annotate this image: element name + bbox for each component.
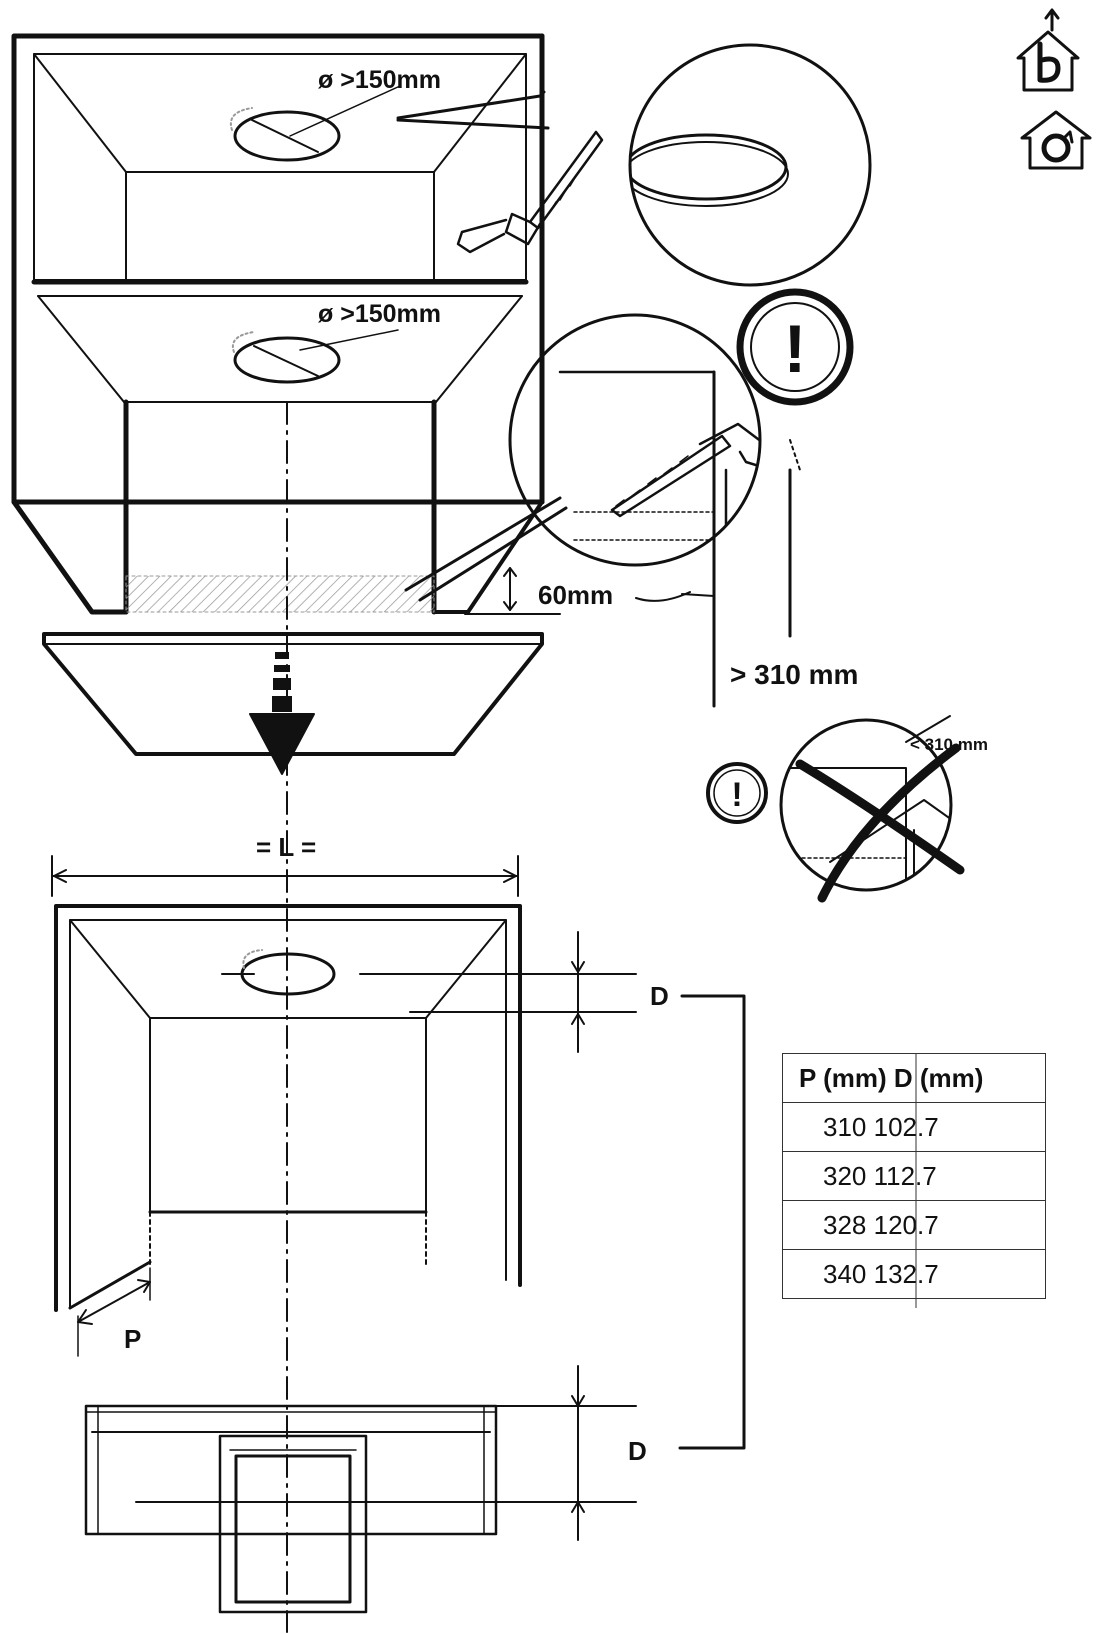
hood-body	[42, 632, 544, 756]
table-header: P (mm) D (mm)	[782, 1053, 1046, 1103]
diameter-label-middle: ø >150mm	[318, 300, 441, 328]
down-arrow-icon	[249, 652, 315, 775]
warning-icon-large	[736, 288, 854, 406]
p-label: P	[124, 1324, 141, 1354]
clearance-label: 60mm	[538, 580, 613, 610]
d-label-upper: D	[650, 981, 669, 1011]
d-bracket	[678, 994, 746, 1450]
upper-cabinet	[11, 33, 545, 615]
zoom-detail-side-cut	[404, 313, 801, 708]
recirculation-mode-icon	[1020, 110, 1092, 170]
warning-mark-small: !	[731, 776, 742, 814]
max-depth-warning-label: < 310 mm	[910, 735, 988, 754]
table-row: 328 120.7	[782, 1200, 1046, 1250]
duct-hole-middle	[232, 329, 399, 384]
table-cell: 328 120.7	[782, 1200, 1046, 1250]
dimension-table: P (mm) D (mm) 310 102.7 320 112.7 328 12…	[782, 1053, 1046, 1299]
cabinet-front-view	[51, 855, 637, 1357]
table-cell: 310 102.7	[782, 1102, 1046, 1152]
min-depth-label: > 310 mm	[730, 659, 858, 690]
hood-bottom-view	[84, 1365, 637, 1614]
table-row: 310 102.7	[782, 1102, 1046, 1152]
warning-icon-small	[706, 762, 768, 824]
table-cell: 340 132.7	[782, 1249, 1046, 1299]
table-row: 320 112.7	[782, 1151, 1046, 1201]
d-label-lower: D	[628, 1436, 647, 1466]
zoom-detail-saw-hole	[396, 43, 872, 287]
table-header-row: P (mm) D (mm)	[782, 1053, 1046, 1103]
width-label: = L =	[256, 832, 316, 862]
ducted-mode-icon	[1016, 8, 1080, 92]
table-row: 340 132.7	[782, 1249, 1046, 1299]
diameter-label-top: ø >150mm	[318, 66, 441, 94]
table-cell: 320 112.7	[782, 1151, 1046, 1201]
warning-mark-large: !	[784, 311, 807, 387]
zoom-detail-invalid	[779, 715, 965, 903]
duct-hole-top	[230, 85, 401, 162]
